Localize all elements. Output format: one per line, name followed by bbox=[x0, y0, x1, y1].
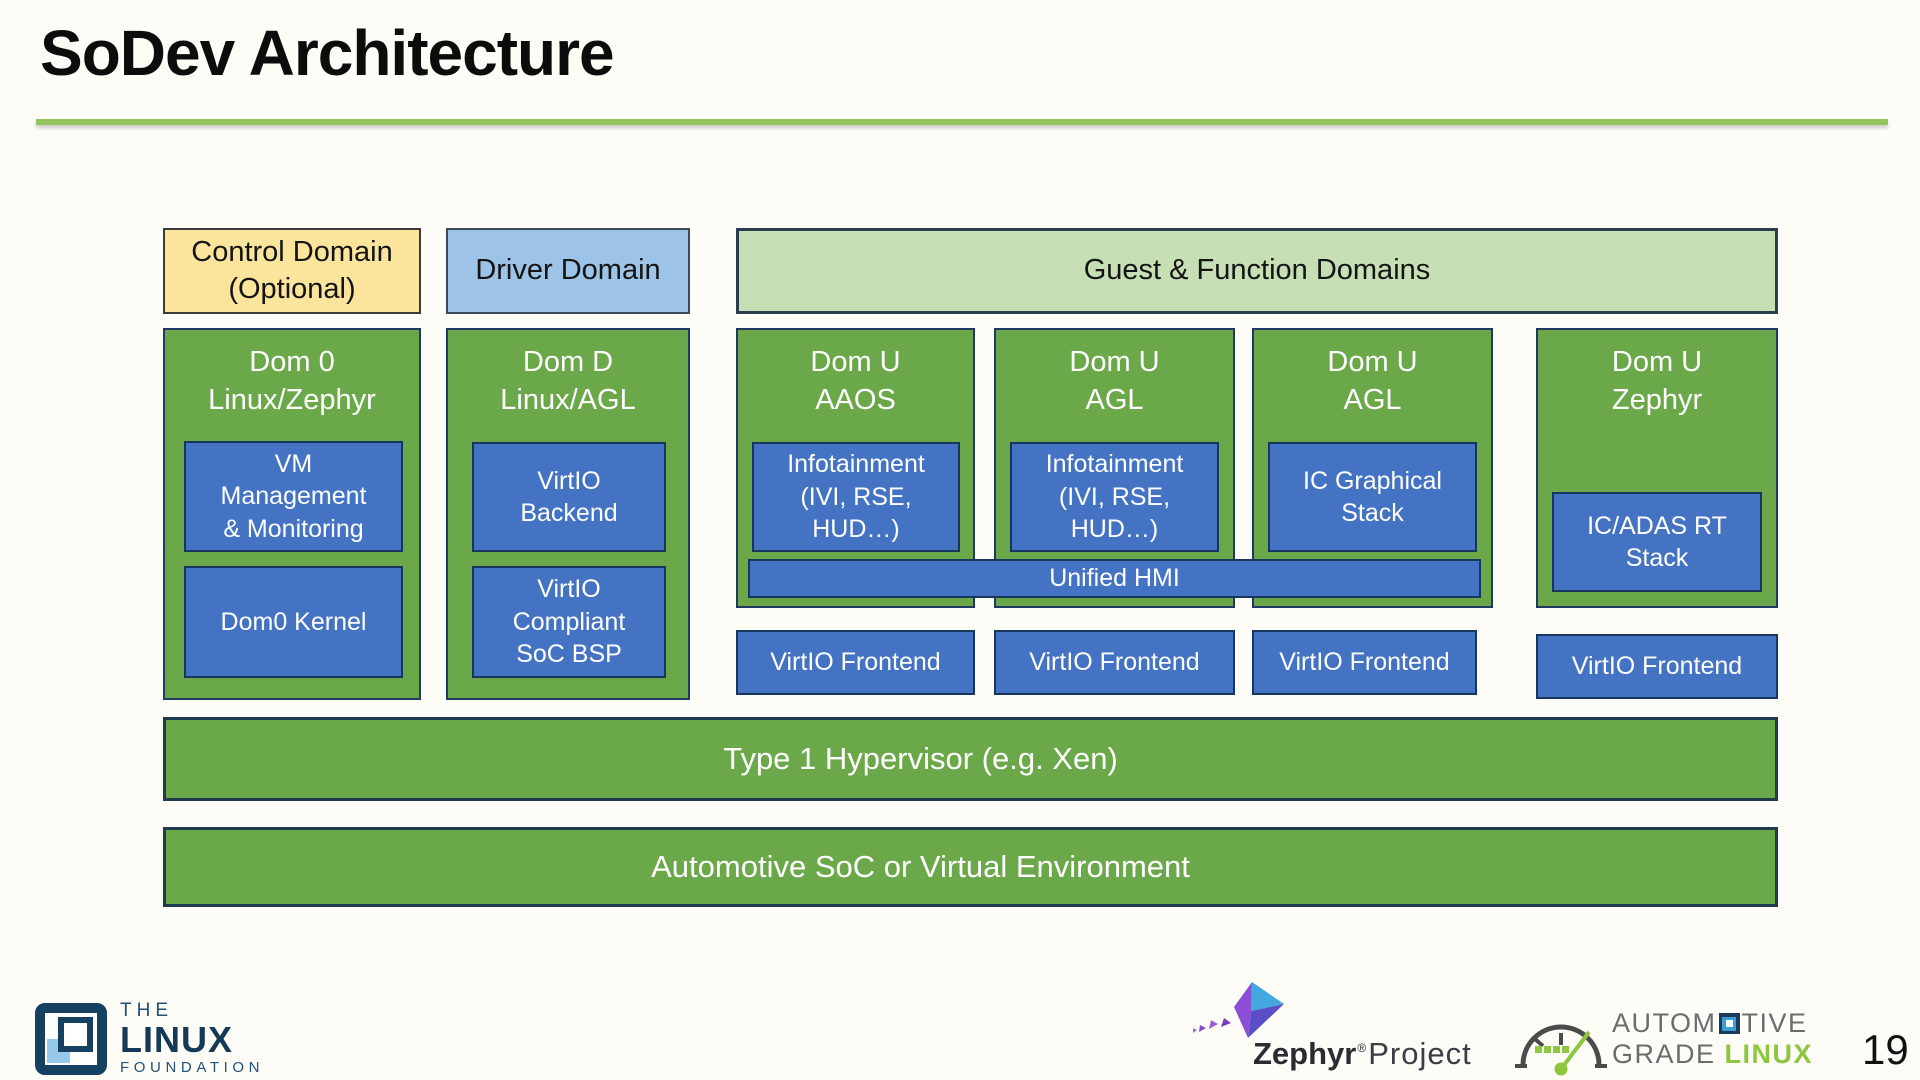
virtio-compliant-soc-bsp-box: VirtIO Compliant SoC BSP bbox=[472, 566, 666, 678]
agl-square-o-icon bbox=[1718, 1013, 1740, 1034]
zephyr-name-text: Zephyr bbox=[1253, 1036, 1357, 1071]
domd-title: Dom D Linux/AGL bbox=[500, 346, 636, 417]
agl-grade-linux-line: GRADE LINUX bbox=[1612, 1039, 1872, 1070]
vm-management-box: VM Management & Monitoring bbox=[184, 441, 403, 552]
virtio-frontend-agl1: VirtIO Frontend bbox=[994, 630, 1235, 695]
virtio-frontend-aaos: VirtIO Frontend bbox=[736, 630, 975, 695]
infotainment-agl-box: Infotainment (IVI, RSE, HUD…) bbox=[1010, 442, 1219, 552]
zephyr-registered-mark: ® bbox=[1357, 1041, 1367, 1055]
dom0-title: Dom 0 Linux/Zephyr bbox=[208, 346, 376, 417]
driver-domain-header: Driver Domain bbox=[446, 228, 690, 314]
domu-agl2-title: Dom U AGL bbox=[1327, 346, 1418, 417]
ic-graphical-stack-box: IC Graphical Stack bbox=[1268, 442, 1477, 552]
agl-automotive-line: AUTOM TIVE bbox=[1612, 1008, 1872, 1039]
domu-agl1-title: Dom U AGL bbox=[1069, 346, 1160, 417]
domu-aaos-title: Dom U AAOS bbox=[810, 346, 901, 417]
virtio-frontend-zephyr: VirtIO Frontend bbox=[1536, 634, 1778, 699]
page-title: SoDev Architecture bbox=[40, 17, 615, 89]
unified-hmi-bar: Unified HMI bbox=[748, 559, 1481, 598]
automotive-soc-bar: Automotive SoC or Virtual Environment bbox=[163, 827, 1778, 907]
lf-foundation-text: FOUNDATION bbox=[120, 1059, 265, 1076]
agl-linux-text: LINUX bbox=[1724, 1039, 1814, 1069]
guest-function-domains-header: Guest & Function Domains bbox=[736, 228, 1778, 314]
page-number: 19 bbox=[1862, 1026, 1909, 1073]
agl-wordmark: AUTOM TIVE GRADE LINUX bbox=[1612, 1008, 1872, 1070]
control-domain-header: Control Domain (Optional) bbox=[163, 228, 421, 314]
lf-the-text: THE bbox=[120, 1000, 173, 1021]
zephyr-project-wordmark: Zephyr ® Project bbox=[1253, 1036, 1472, 1072]
agl-autom-text: AUTOM bbox=[1612, 1008, 1717, 1038]
agl-gauge-icon bbox=[1515, 1024, 1607, 1076]
agl-tive-text: TIVE bbox=[1741, 1008, 1808, 1038]
title-divider bbox=[36, 119, 1888, 125]
virtio-frontend-agl2: VirtIO Frontend bbox=[1252, 630, 1477, 695]
dom0-kernel-box: Dom0 Kernel bbox=[184, 566, 403, 678]
ic-adas-rt-stack-box: IC/ADAS RT Stack bbox=[1552, 492, 1762, 592]
agl-grade-text: GRADE bbox=[1612, 1039, 1725, 1069]
zephyr-kite-icon bbox=[1193, 982, 1284, 1038]
linux-foundation-icon bbox=[35, 1003, 107, 1075]
lf-linux-text: LINUX bbox=[120, 1019, 233, 1060]
domu-zephyr-title: Dom U Zephyr bbox=[1611, 346, 1703, 417]
virtio-backend-box: VirtIO Backend bbox=[472, 442, 666, 552]
zephyr-project-text: Project bbox=[1368, 1036, 1472, 1071]
type1-hypervisor-bar: Type 1 Hypervisor (e.g. Xen) bbox=[163, 717, 1778, 801]
linux-foundation-wordmark: THE LINUX FOUNDATION bbox=[120, 1000, 340, 1078]
infotainment-aaos-box: Infotainment (IVI, RSE, HUD…) bbox=[752, 442, 960, 552]
